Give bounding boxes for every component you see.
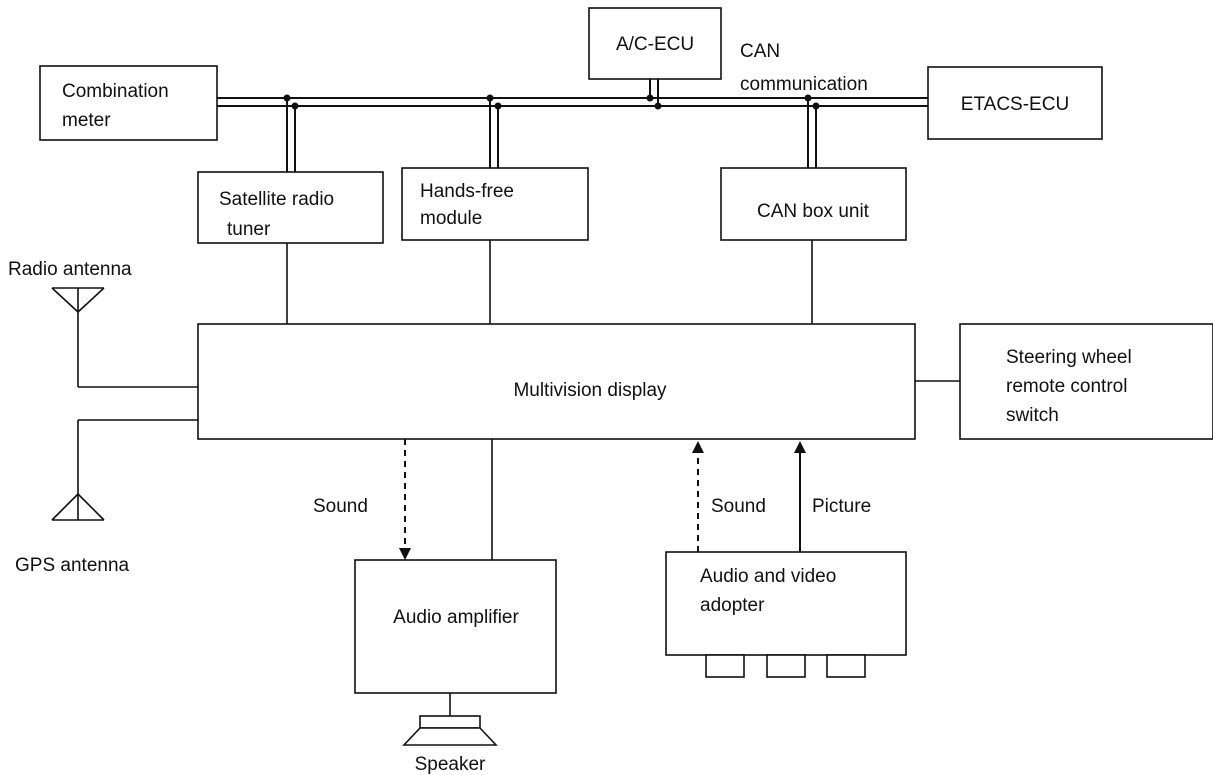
etacs-ecu-label: ETACS-ECU bbox=[961, 94, 1069, 115]
av-adopter-node: Audio and video adopter bbox=[665, 551, 907, 656]
can-box-bus-link bbox=[804, 94, 820, 168]
radio-antenna-icon bbox=[51, 287, 198, 388]
multivision-display-label: Multivision display bbox=[513, 380, 667, 401]
can-bus-label-line2: communication bbox=[740, 74, 868, 95]
hands-free-bus-link bbox=[486, 94, 502, 168]
radio-antenna-label: Radio antenna bbox=[8, 259, 132, 280]
satellite-radio-label-line2: tuner bbox=[227, 219, 271, 240]
satellite-radio-tuner-node: Satellite radio tuner bbox=[197, 171, 384, 244]
hands-free-module-node: Hands-free module bbox=[401, 167, 589, 241]
sound-to-amplifier-label: Sound bbox=[313, 496, 368, 517]
picture-from-adopter-arrow bbox=[794, 441, 806, 552]
can-box-unit-node: CAN box unit bbox=[720, 167, 907, 241]
satellite-radio-bus-link bbox=[283, 94, 299, 172]
speaker-label: Speaker bbox=[415, 754, 486, 775]
ac-ecu-bus-link bbox=[646, 79, 662, 110]
combination-meter-label-line1: Combination bbox=[62, 81, 169, 102]
steering-switch-label-line3: switch bbox=[1006, 405, 1059, 426]
sound-from-adopter-arrow bbox=[692, 441, 704, 552]
can-bus bbox=[217, 97, 928, 107]
steering-switch-label-line1: Steering wheel bbox=[1006, 347, 1132, 368]
av-adopter-label-line2: adopter bbox=[700, 595, 765, 616]
av-adopter-connectors bbox=[705, 654, 866, 678]
audio-amplifier-label: Audio amplifier bbox=[393, 607, 519, 628]
sound-to-amplifier-arrow bbox=[399, 439, 411, 560]
can-box-unit-label: CAN box unit bbox=[757, 201, 870, 222]
ac-ecu-label: A/C-ECU bbox=[616, 34, 694, 55]
audio-amplifier-node: Audio amplifier bbox=[354, 559, 557, 694]
etacs-ecu-node: ETACS-ECU bbox=[927, 66, 1103, 140]
gps-antenna-icon bbox=[51, 419, 198, 521]
steering-wheel-switch-node: Steering wheel remote control switch bbox=[959, 323, 1213, 440]
gps-antenna-label: GPS antenna bbox=[15, 555, 130, 576]
hands-free-label-line1: Hands-free bbox=[420, 181, 514, 202]
satellite-radio-label-line1: Satellite radio bbox=[219, 189, 334, 210]
combination-meter-label-line2: meter bbox=[62, 110, 111, 131]
speaker-icon bbox=[402, 715, 498, 746]
sound-from-adopter-label: Sound bbox=[711, 496, 766, 517]
hands-free-label-line2: module bbox=[420, 208, 482, 229]
can-bus-label-line1: CAN bbox=[740, 41, 780, 62]
av-adopter-label-line1: Audio and video bbox=[700, 566, 836, 587]
ac-ecu-node: A/C-ECU bbox=[588, 7, 722, 80]
steering-switch-label-line2: remote control bbox=[1006, 376, 1127, 397]
picture-from-adopter-label: Picture bbox=[812, 496, 871, 517]
combination-meter-node: Combination meter bbox=[39, 65, 218, 141]
multivision-display-node: Multivision display bbox=[197, 323, 916, 440]
